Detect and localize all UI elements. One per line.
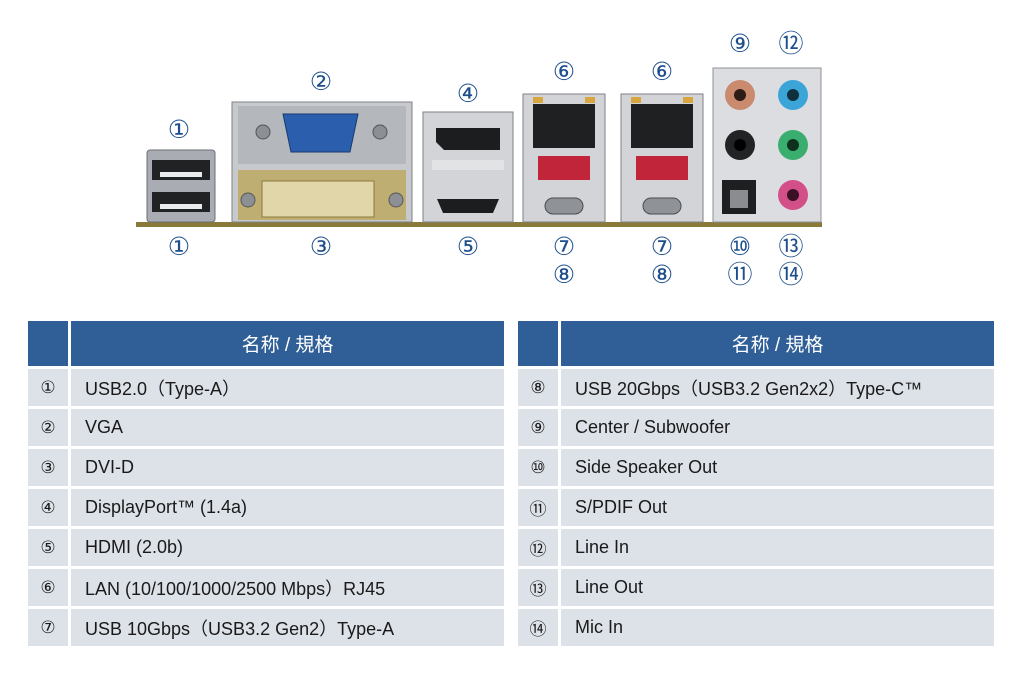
io-panel-diagram: ① ① ② ③ ④ ⑤ ⑥ ⑦ ⑧ ⑥ ⑦ ⑧ ⑨ ⑫ ⑩ ⑪ ⑬ ⑭ — [136, 29, 822, 289]
row-spec: LAN (10/100/1000/2500 Mbps）RJ45 — [71, 569, 504, 606]
row-number: ① — [28, 369, 68, 406]
row-spec: Line In — [561, 529, 994, 566]
port-lan-usb-group-b — [620, 93, 704, 223]
marker-13: ⑬ — [778, 232, 803, 261]
header-name-spec: 名称 / 規格 — [561, 321, 994, 366]
marker-6-a: ⑥ — [553, 57, 575, 86]
port-vga-dvi — [231, 101, 413, 223]
row-number: ② — [28, 409, 68, 446]
marker-7-a: ⑦ — [553, 232, 575, 261]
marker-9: ⑨ — [729, 29, 751, 58]
marker-12: ⑫ — [778, 29, 803, 58]
marker-11: ⑪ — [727, 260, 752, 289]
row-number: ⑭ — [518, 609, 558, 646]
row-spec: S/PDIF Out — [561, 489, 994, 526]
marker-1-bottom: ① — [168, 232, 190, 261]
marker-8-a: ⑧ — [553, 260, 575, 289]
row-number: ⑫ — [518, 529, 558, 566]
pcb-edge — [136, 222, 822, 227]
marker-10: ⑩ — [729, 232, 751, 261]
row-number: ⑨ — [518, 409, 558, 446]
port-audio-block — [712, 67, 822, 223]
row-spec: Line Out — [561, 569, 994, 606]
port-lan-usb-group-a — [522, 93, 606, 223]
row-number: ⑥ — [28, 569, 68, 606]
port-dp-hdmi — [422, 111, 514, 223]
marker-5: ⑤ — [457, 232, 479, 261]
table-header-row: 名称 / 規格 — [518, 321, 994, 366]
row-number: ④ — [28, 489, 68, 526]
header-name-spec: 名称 / 規格 — [71, 321, 504, 366]
marker-1-top: ① — [168, 115, 190, 144]
marker-7-b: ⑦ — [651, 232, 673, 261]
row-spec: USB 20Gbps（USB3.2 Gen2x2）Type-C™ — [561, 369, 994, 406]
marker-8-b: ⑧ — [651, 260, 673, 289]
row-number: ⑤ — [28, 529, 68, 566]
row-number: ③ — [28, 449, 68, 486]
row-spec: DisplayPort™ (1.4a) — [71, 489, 504, 526]
row-spec: USB 10Gbps（USB3.2 Gen2）Type-A — [71, 609, 504, 646]
marker-3: ③ — [310, 232, 332, 261]
marker-14: ⑭ — [778, 260, 803, 289]
marker-6-b: ⑥ — [651, 57, 673, 86]
row-number: ⑩ — [518, 449, 558, 486]
row-spec: Mic In — [561, 609, 994, 646]
row-spec: USB2.0（Type-A） — [71, 369, 504, 406]
row-spec: VGA — [71, 409, 504, 446]
port-usb2 — [146, 149, 216, 223]
row-spec: HDMI (2.0b) — [71, 529, 504, 566]
row-number: ⑪ — [518, 489, 558, 526]
header-blank-cell — [518, 321, 558, 366]
row-spec: Center / Subwoofer — [561, 409, 994, 446]
row-number: ⑬ — [518, 569, 558, 606]
marker-4: ④ — [457, 79, 479, 108]
row-spec: DVI-D — [71, 449, 504, 486]
row-number: ⑦ — [28, 609, 68, 646]
table-header-row: 名称 / 規格 — [28, 321, 504, 366]
header-blank-cell — [28, 321, 68, 366]
marker-2: ② — [310, 67, 332, 96]
row-spec: Side Speaker Out — [561, 449, 994, 486]
row-number: ⑧ — [518, 369, 558, 406]
